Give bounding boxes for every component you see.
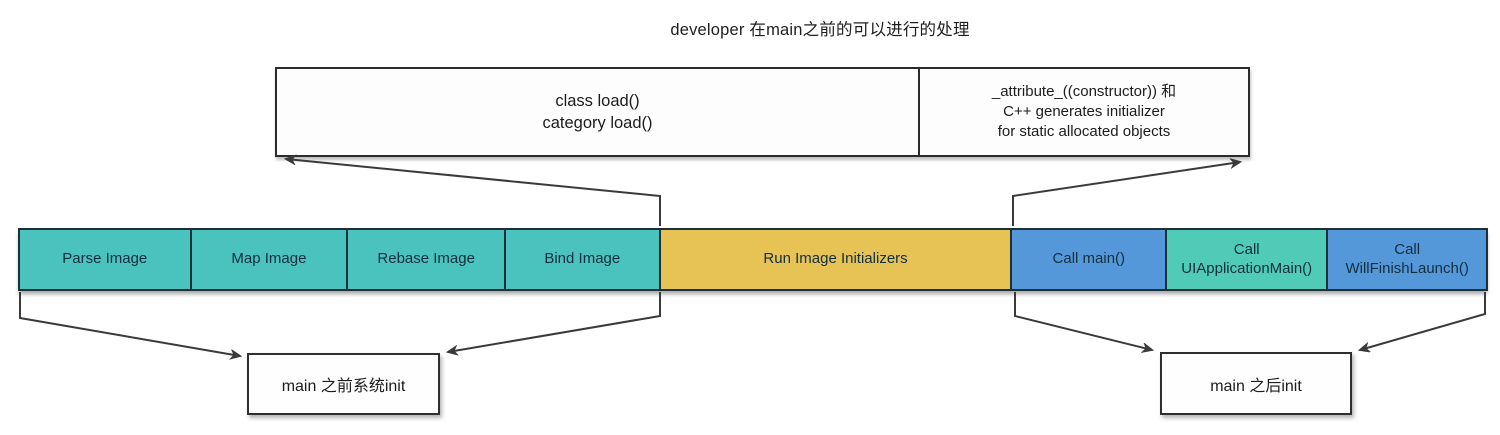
arrow-barleft-to-preinit-box	[19, 292, 240, 356]
timeline-segment-label: Run Image Initializers	[763, 250, 908, 268]
timeline-bar: Parse Image Map Image Rebase Image Bind Ima…	[18, 228, 1488, 291]
timeline-segment-parse-image: Parse Image	[20, 230, 192, 289]
timeline-segment-label: Parse Image	[62, 250, 148, 268]
timeline-segment-call-main: Call main()	[1012, 230, 1168, 289]
timeline-segment-label: Map Image	[231, 250, 307, 268]
arrow-callmain-to-postinit-box	[1014, 292, 1152, 350]
timeline-segment-label: Call UIApplicationMain()	[1181, 240, 1313, 277]
pre-main-developer-box: class load() category load() _attribute_…	[275, 67, 1250, 157]
arrow-bindimage-to-topbox-left	[286, 159, 661, 226]
post-main-init-box: main 之后init	[1160, 352, 1352, 415]
timeline-segment-run-image-initializers: Run Image Initializers	[660, 230, 1013, 289]
constructor-initializer-cell: _attribute_((constructor)) 和 C++ generat…	[991, 82, 1177, 141]
timeline-segment-call-willfinishlaunch: Call WillFinishLaunch()	[1328, 230, 1486, 289]
timeline-segment-call-uiapplicationmain: Call UIApplicationMain()	[1167, 230, 1329, 289]
class-load-cell: class load() category load()	[277, 69, 920, 155]
pre-main-system-init-box: main 之前系统init	[247, 353, 440, 415]
timeline-segment-label: Call main()	[1052, 250, 1126, 268]
timeline-segment-bind-image: Bind Image	[505, 230, 661, 289]
timeline-segment-rebase-image: Rebase Image	[348, 230, 506, 289]
timeline-segment-map-image: Map Image	[191, 230, 349, 289]
timeline-segment-label: Call WillFinishLaunch()	[1345, 240, 1469, 277]
diagram-title: developer 在main之前的可以进行的处理	[670, 21, 970, 39]
arrow-runinit-to-topbox-right	[1012, 162, 1240, 226]
timeline-segment-label: Rebase Image	[377, 250, 475, 268]
timeline-segment-label: Bind Image	[544, 250, 621, 268]
arrow-bindimage-to-preinit-box	[448, 292, 661, 352]
arrow-barright-to-postinit-box	[1360, 292, 1486, 350]
